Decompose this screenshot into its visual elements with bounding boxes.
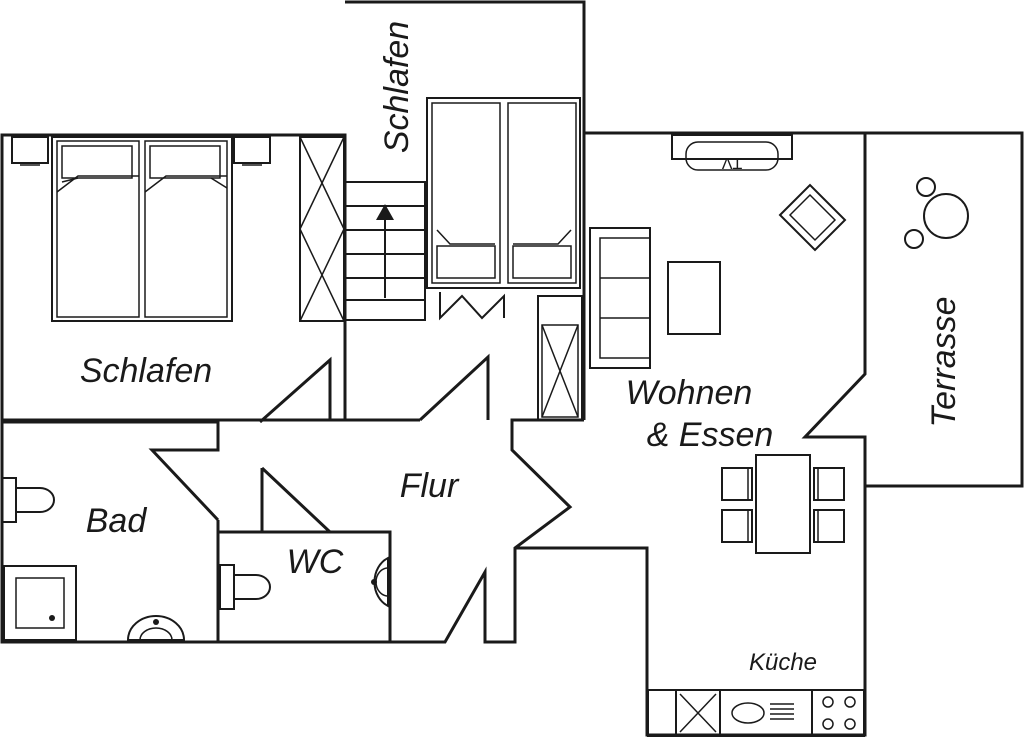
sink-bad [126,615,186,641]
staircase [345,181,426,321]
tv-cabinet: TV [671,134,793,171]
shower-tray [3,565,77,641]
room-label-schlafen-top: Schlafen [378,21,416,153]
room-label-schlafen-left: Schlafen [80,352,212,390]
nightstand-right [233,136,271,166]
kitchen-counter [647,689,865,737]
tv-label: TV [721,154,742,171]
room-label-wohnen: Wohnen [626,374,753,412]
room-label-wc: WC [287,543,344,581]
nightstand-left [11,136,49,166]
dining-table [721,454,845,554]
toilet-bad [1,477,55,523]
room-label-flur: Flur [400,467,460,505]
room-label-bad: Bad [86,502,148,540]
sofa [589,227,651,369]
stair-arrow-icon [376,204,394,220]
closet-chevron [439,292,505,321]
room-label-kueche: Küche [749,649,817,676]
room-label-essen: & Essen [647,416,774,454]
room-label-terrasse: Terrasse [925,296,963,427]
toilet-wc [219,564,271,610]
double-bed-left [51,136,233,322]
armchair [778,183,847,252]
sink-wc [371,556,389,608]
coffee-table [667,261,721,335]
wardrobe-hall [537,295,583,421]
terrace-table [904,177,969,249]
twin-beds-upper [426,97,581,289]
wardrobe-left [299,136,345,322]
